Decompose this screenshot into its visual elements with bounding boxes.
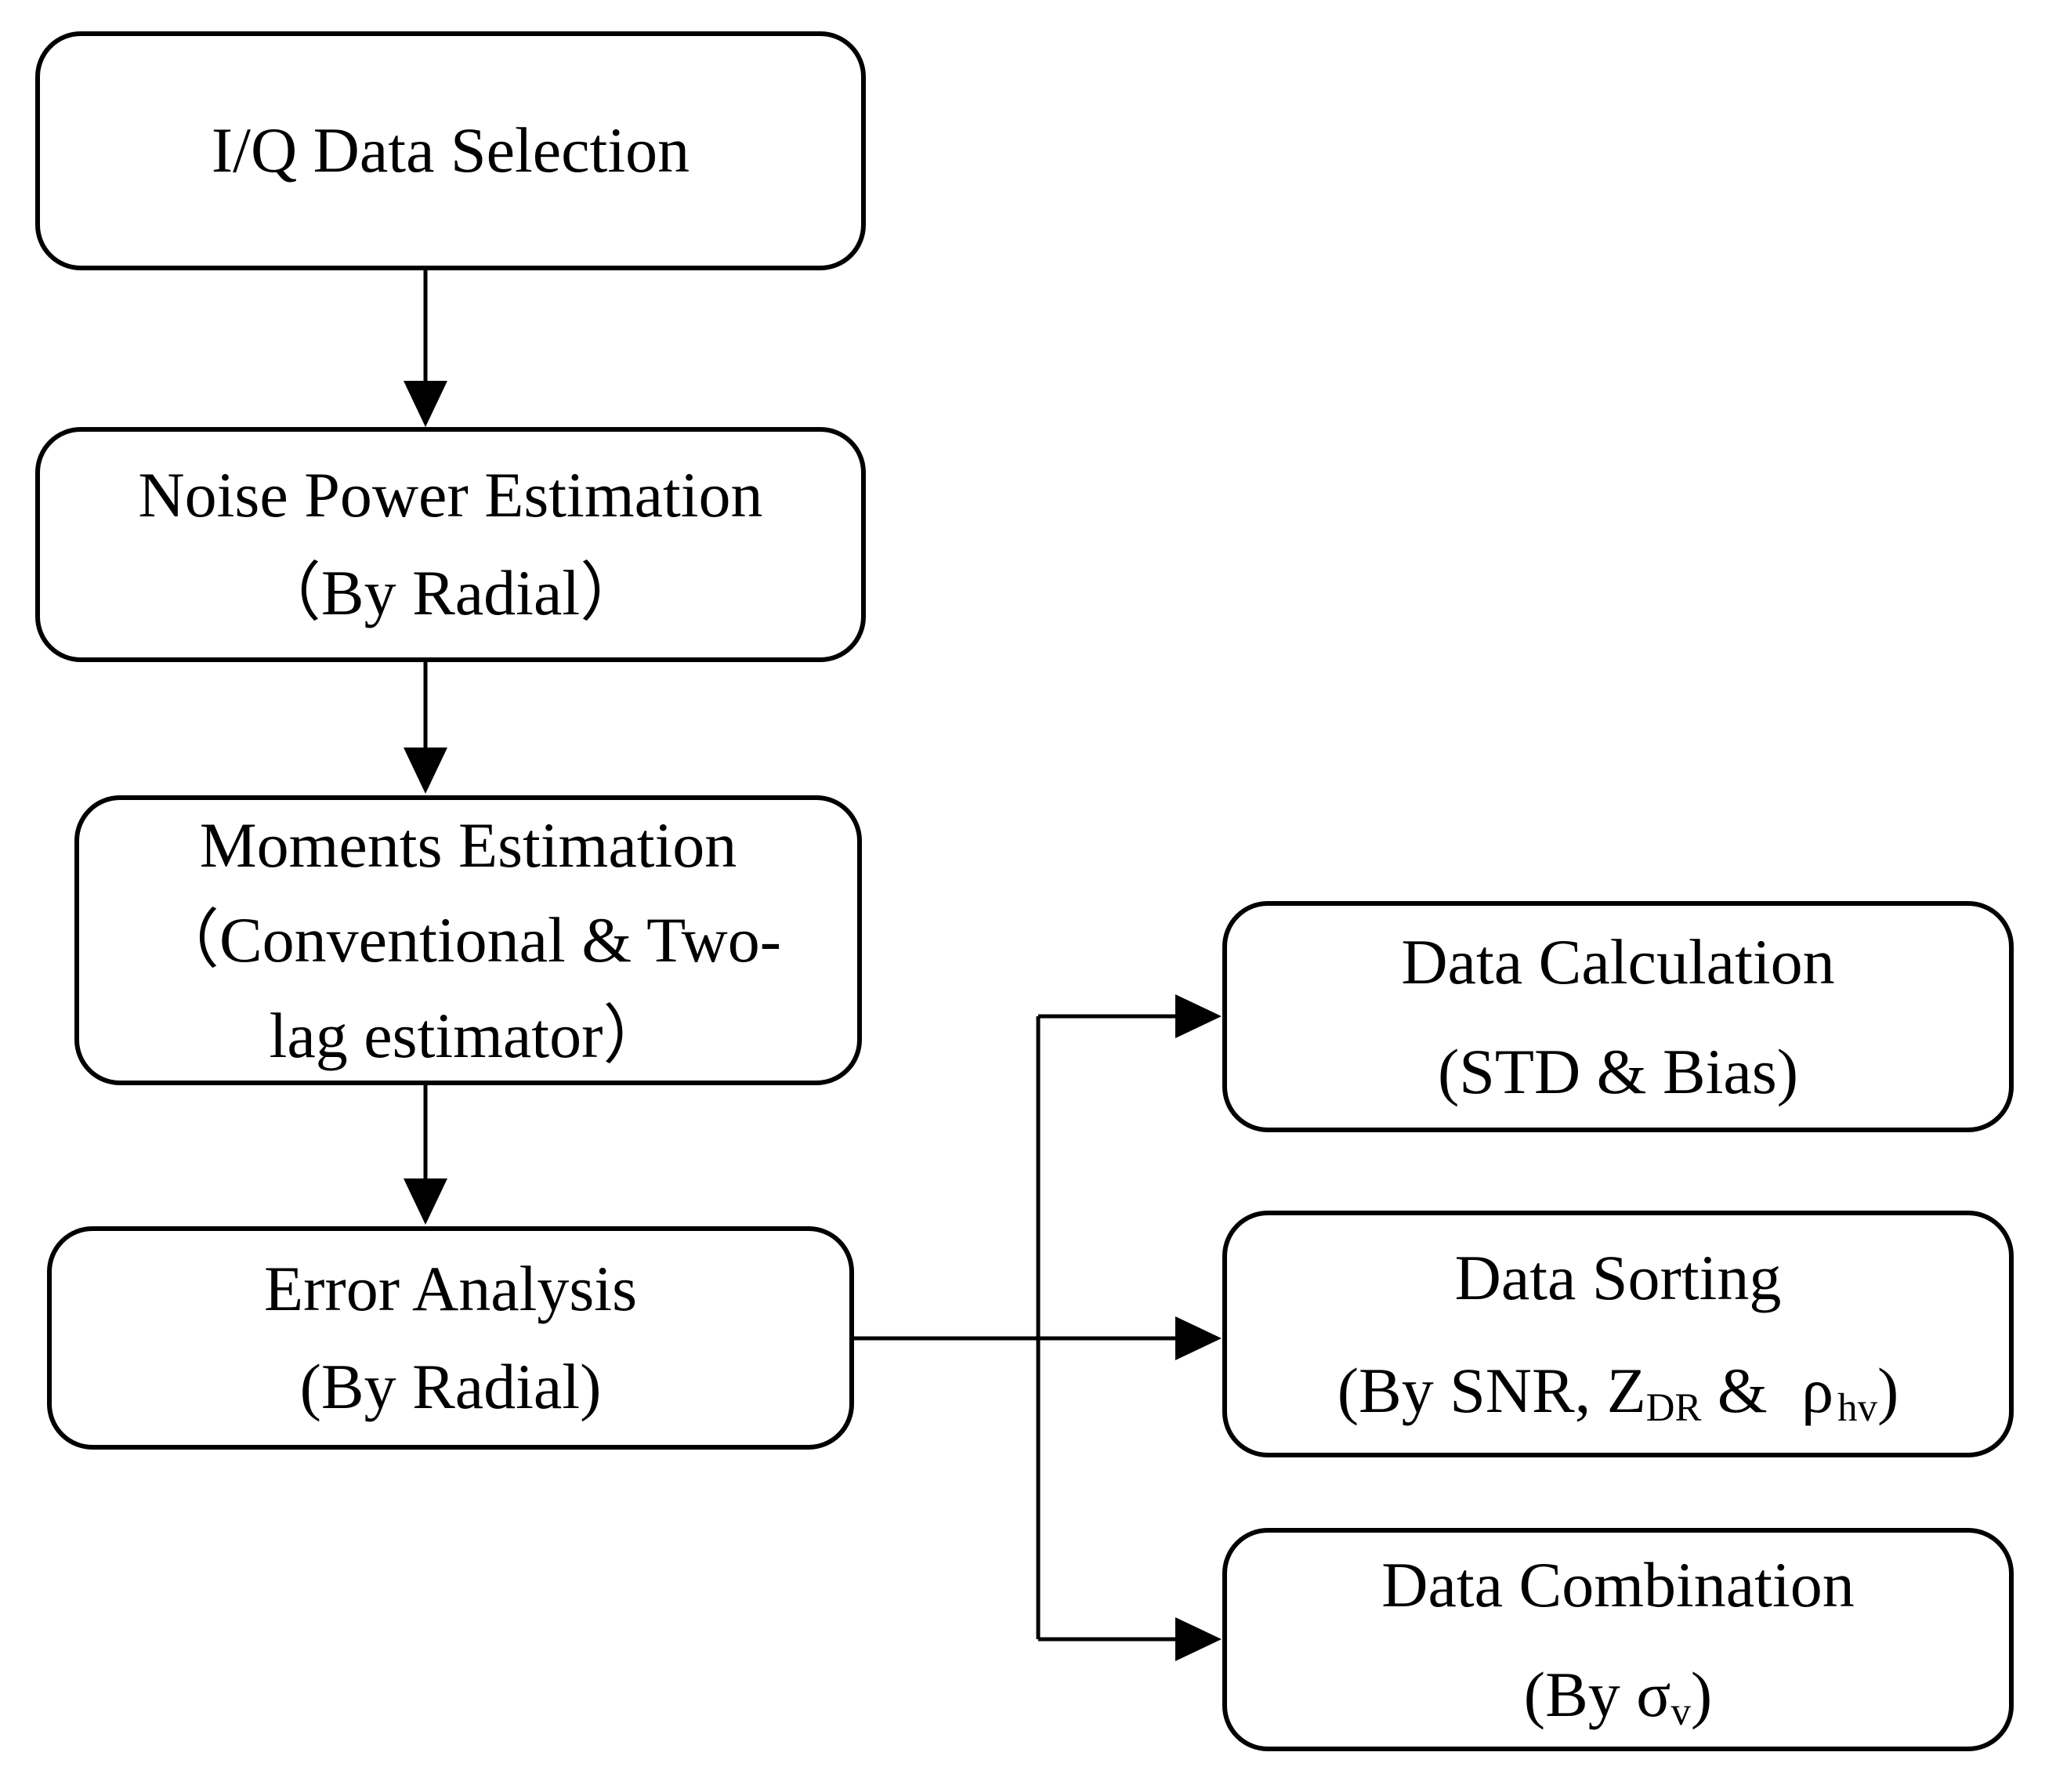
zdr-subscript: DR: [1645, 1385, 1702, 1429]
node-noise-power-estimation: Noise Power Estimation （By Radial）: [35, 427, 866, 662]
rho-symbol: ρ: [1801, 1354, 1834, 1426]
combination-criteria-suffix: ): [1690, 1658, 1713, 1730]
node-label-line: Moments Estimation: [199, 809, 737, 881]
node-data-sorting: Data Sorting (By SNR, ZDR & ρhv): [1222, 1211, 2014, 1457]
rho-subscript: hv: [1837, 1385, 1877, 1429]
sorting-criteria-prefix: (By SNR, Z: [1337, 1354, 1646, 1426]
node-label-line: Data Combination: [1381, 1549, 1855, 1621]
node-data-combination: Data Combination (By σv): [1222, 1528, 2014, 1751]
combination-criteria-prefix: (By: [1523, 1658, 1637, 1730]
node-label-line: Data Sorting: [1454, 1242, 1782, 1313]
sigma-symbol: σ: [1636, 1658, 1671, 1730]
sigma-subscript: v: [1670, 1689, 1691, 1733]
node-data-calculation: Data Calculation (STD & Bias): [1222, 901, 2014, 1132]
node-label-line: lag estimator）: [269, 999, 668, 1071]
node-label-line: (By σv): [1524, 1640, 1712, 1749]
sorting-criteria-amp: &: [1701, 1354, 1784, 1426]
arrow-to-data-combination: [1038, 1617, 1222, 1661]
node-moments-estimation: Moments Estimation （Conventional & Two- …: [74, 795, 862, 1085]
node-label-line: I/Q Data Selection: [211, 114, 690, 186]
node-label-line: （By Radial）: [256, 557, 645, 628]
arrow-to-data-calculation: [1038, 994, 1222, 1038]
arrow-moments-to-error: [404, 1085, 447, 1225]
sorting-criteria-suffix: ): [1877, 1354, 1899, 1426]
node-iq-data-selection: I/Q Data Selection: [35, 31, 866, 270]
node-label-line: Error Analysis: [264, 1252, 637, 1324]
node-label-line: （Conventional & Two-: [154, 904, 782, 976]
node-label-line: Data Calculation: [1401, 926, 1835, 998]
arrow-to-data-sorting: [1038, 1316, 1222, 1360]
node-label-line: Noise Power Estimation: [138, 459, 763, 531]
node-label-line: (By SNR, ZDR & ρhv): [1337, 1334, 1899, 1447]
node-error-analysis: Error Analysis (By Radial): [47, 1226, 854, 1450]
node-label-line: (By Radial): [299, 1350, 602, 1422]
arrow-noise-to-moments: [404, 662, 447, 794]
arrow-iq-to-noise: [404, 270, 447, 427]
node-label-line: (STD & Bias): [1437, 1035, 1799, 1107]
branch-trunk: [854, 1016, 1041, 1639]
